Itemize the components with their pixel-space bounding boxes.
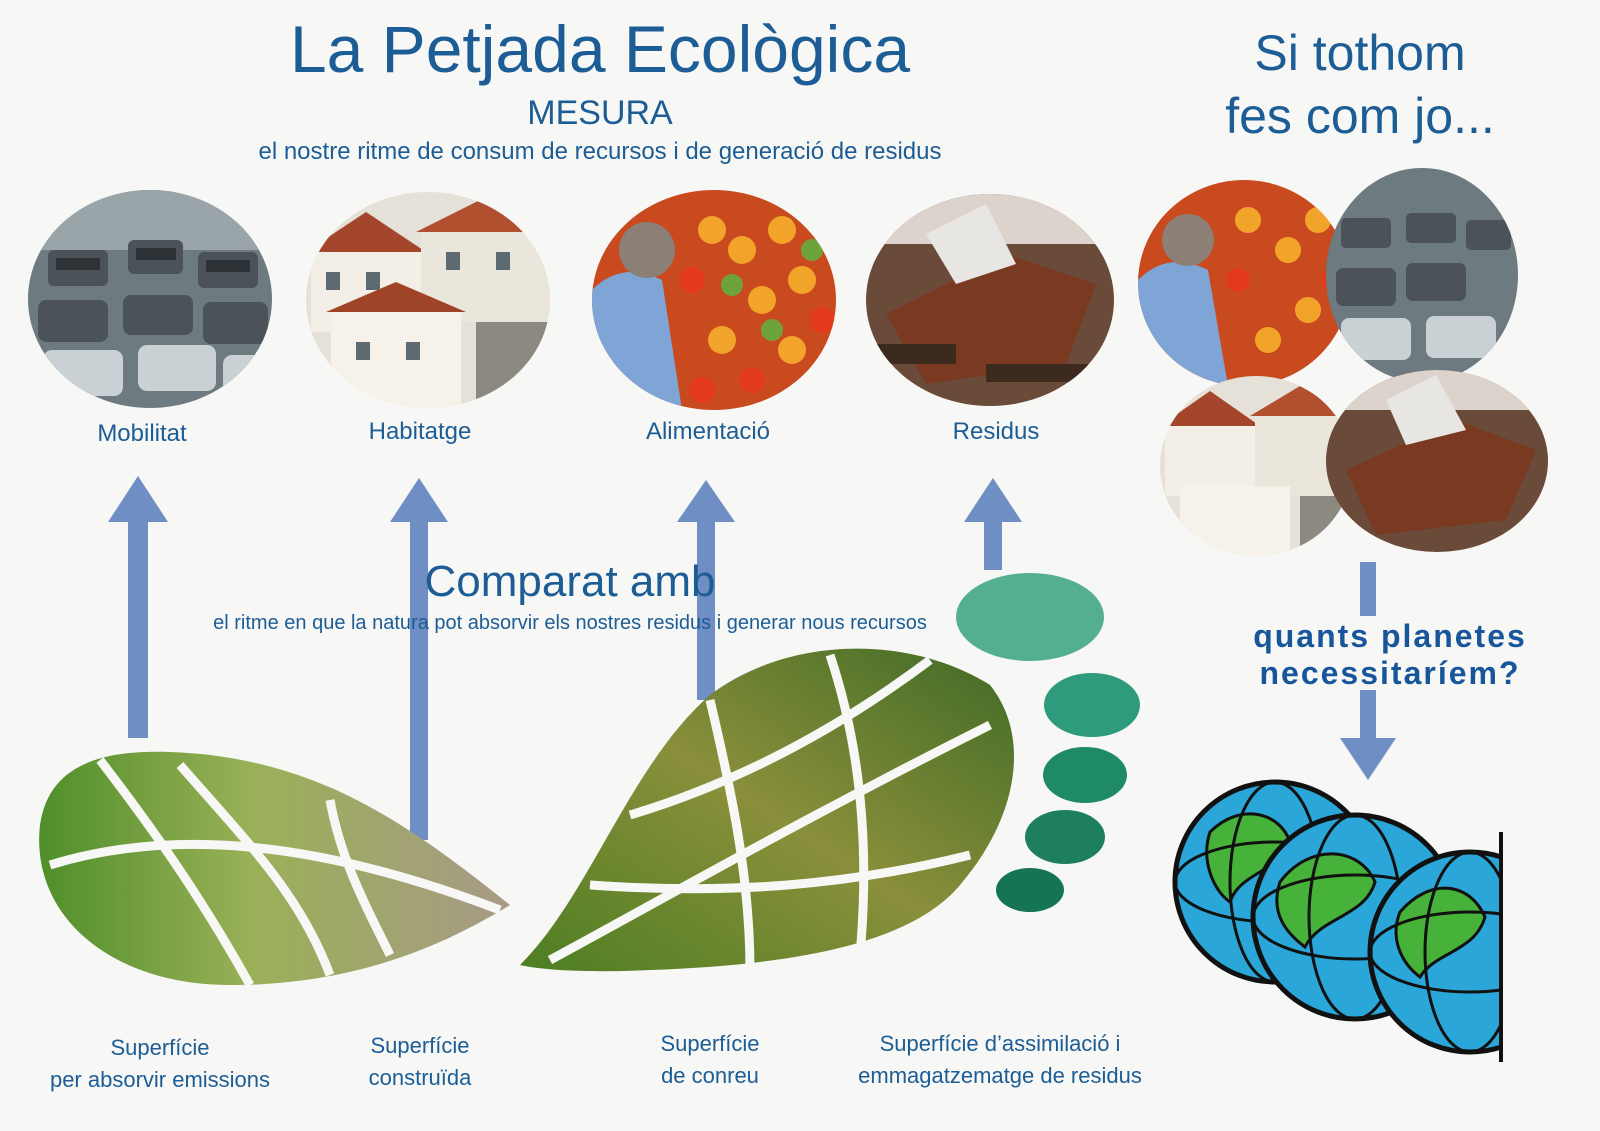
surface-label-emissions: Superfície per absorvir emissions	[49, 1035, 271, 1092]
cluster-market-photo-icon	[1138, 180, 1350, 386]
category-label-mobilitat: Mobilitat	[97, 420, 187, 447]
what-if-line-1: Si tothom	[1254, 25, 1466, 81]
waste-photo-icon	[866, 194, 1114, 406]
planets-globes	[1172, 779, 1503, 1062]
houses-photo-icon	[306, 192, 550, 408]
globe-icon	[1367, 849, 1502, 1055]
planets-question: quants planetes necessitaríem?	[1200, 618, 1580, 692]
surface-label-waste: Superfície d’assimilació i emmagatzematg…	[858, 1031, 1142, 1088]
measure-description: el nostre ritme de consum de recursos i …	[258, 138, 942, 165]
page-title: La Petjada Ecològica	[289, 12, 911, 86]
planets-question-line-2: necessitaríem?	[1259, 654, 1521, 691]
comparison-title: Comparat amb	[424, 557, 716, 606]
what-if-line-2: fes com jo...	[1225, 87, 1495, 144]
measure-label: MESURA	[527, 94, 673, 132]
category-label-alimentacio: Alimentació	[645, 418, 771, 445]
what-if-heading: Si tothom fes com jo...	[1180, 22, 1540, 147]
category-label-residus: Residus	[952, 418, 1040, 445]
market-photo-icon	[592, 190, 836, 410]
cluster-traffic-photo-icon	[1326, 168, 1518, 382]
comparison-description: el ritme en que la natura pot absorvir e…	[213, 612, 927, 634]
planets-question-line-1: quants planetes	[1253, 618, 1527, 654]
footprint-illustration-icon	[39, 573, 1140, 988]
category-label-habitatge: Habitatge	[368, 418, 472, 445]
surface-label-crops: Superfície de conreu	[660, 1031, 760, 1088]
surface-label-built: Superfície construïda	[368, 1033, 472, 1090]
cluster-houses-photo-icon	[1160, 376, 1352, 556]
